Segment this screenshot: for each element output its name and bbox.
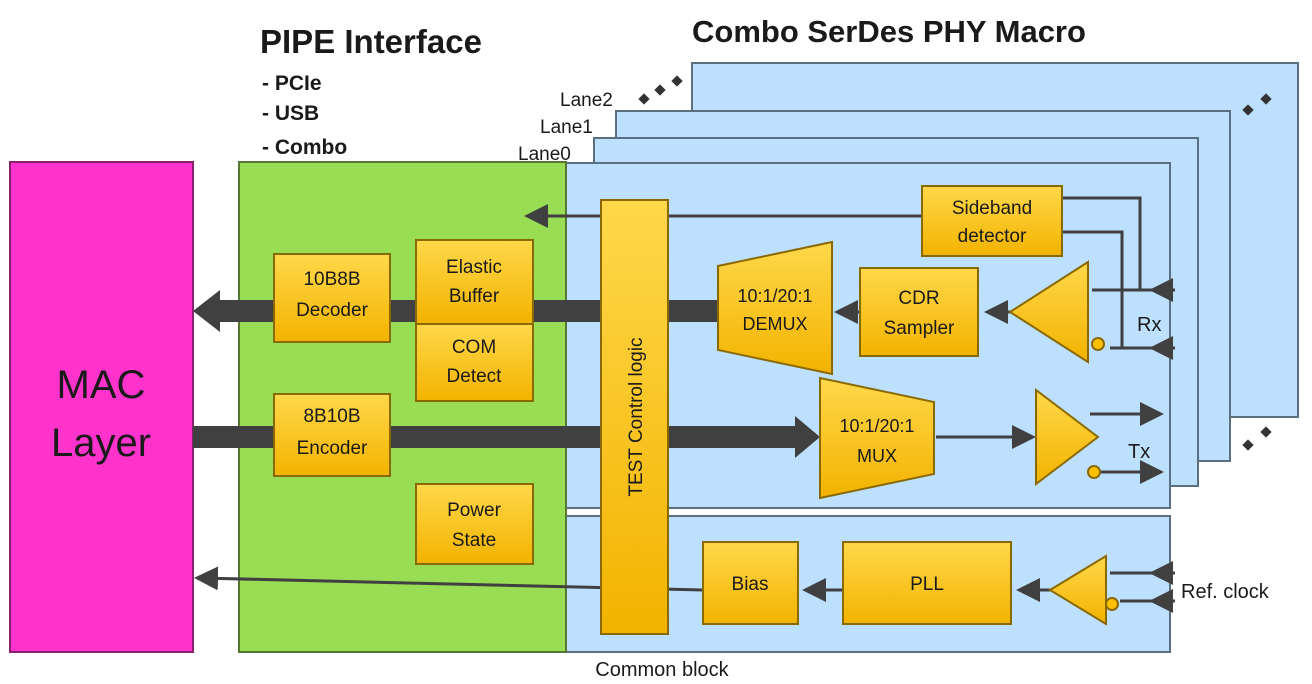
mux-block [819,376,935,500]
com-label-2: Detect [447,366,503,387]
com-label-1: COM [452,337,496,358]
demux-label-1: 10:1/20:1 [737,286,812,306]
elastic-label-1: Elastic [446,257,502,278]
tx-port-label: Tx [1128,441,1150,463]
decoder-block [273,253,391,343]
pipe-title: PIPE Interface [260,23,482,60]
rx-port-label: Rx [1137,314,1161,336]
rx-amplifier [1008,260,1089,364]
lane1-label: Lane1 [540,117,593,138]
cdr-label-2: Sampler [884,318,955,339]
mac-label-line2: Layer [51,421,151,465]
power-state-block [415,483,534,565]
ref-clock-bubble [1105,597,1119,611]
rx-to-mac-arrowhead [193,290,220,332]
tx-driver [1035,387,1100,487]
tx-to-mux-arrowhead [795,416,820,458]
ref-clock-label: Ref. clock [1181,581,1270,603]
rx-inverter-bubble [1091,337,1105,351]
demux-label-2: DEMUX [742,314,807,334]
pipe-item-pcie: - PCIe [262,72,322,95]
tx-inverter-bubble [1087,465,1101,479]
mac-layer-block [9,161,194,653]
decoder-label-1: 10B8B [303,269,360,290]
phy-blocks [600,185,1119,635]
elastic-label-2: Buffer [449,286,500,307]
encoder-label-1: 8B10B [303,406,360,427]
elastic-buffer-block [415,239,534,325]
cdr-sampler-block [859,267,979,357]
lane2-label: Lane2 [560,90,613,111]
mac-label-line1: MAC [57,363,146,407]
ref-clock-buffer [1048,554,1107,626]
test-control-block [600,199,669,635]
phy-title: Combo SerDes PHY Macro [692,14,1086,49]
pipe-item-combo: - Combo [262,136,347,159]
pipe-item-usb: - USB [262,102,319,125]
com-detect-block [415,323,534,402]
test-control-label: TEST Control logic [626,337,647,496]
bias-label: Bias [732,574,769,595]
bias-block [702,541,799,625]
pipe-blocks [273,239,534,565]
sideband-detector-block [921,185,1063,257]
common-block-label: Common block [595,659,729,681]
decoder-label-2: Decoder [296,300,368,321]
pll-label: PLL [910,574,944,595]
sideband-label-1: Sideband [952,198,1032,219]
demux-block [717,240,833,376]
power-label-2: State [452,530,496,551]
sideband-label-2: detector [958,226,1027,247]
lane0-label: Lane0 [518,144,571,165]
mux-label-1: 10:1/20:1 [839,416,914,436]
encoder-block [273,393,391,477]
encoder-label-2: Encoder [297,438,368,459]
cdr-label-1: CDR [898,288,939,309]
power-label-1: Power [447,500,502,521]
mux-label-2: MUX [857,446,897,466]
pll-block [842,541,1012,625]
